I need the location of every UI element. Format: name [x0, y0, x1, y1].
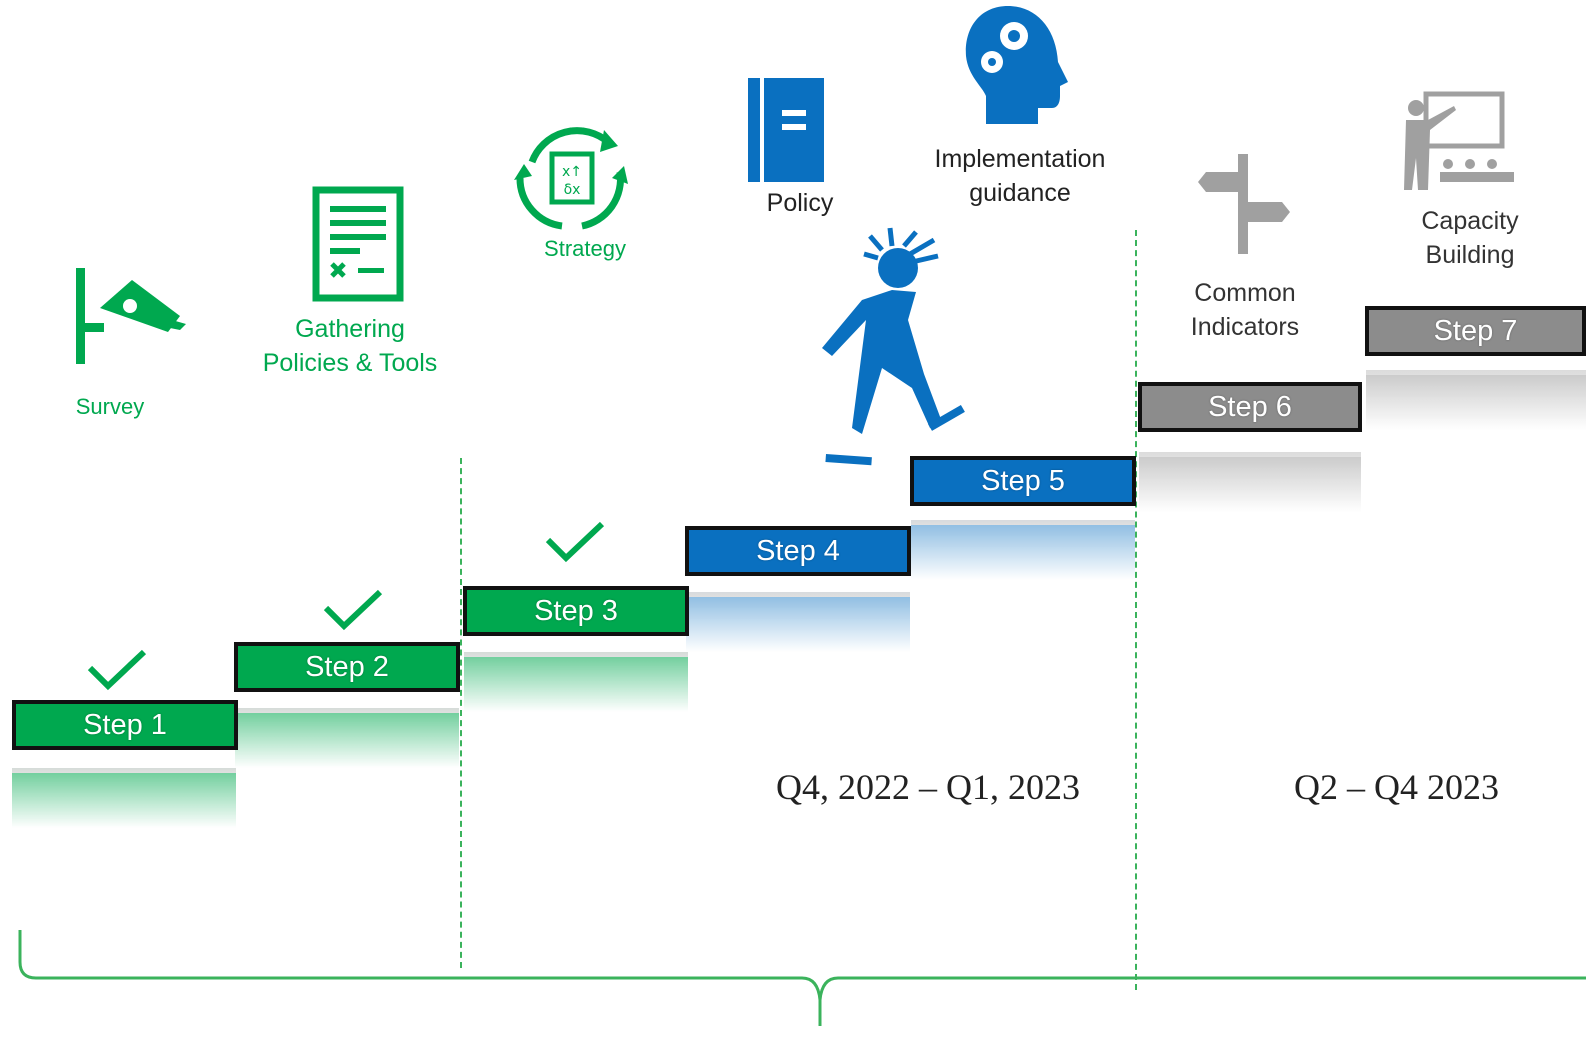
timeline-brace	[18, 930, 1586, 1026]
implementation-label-line2: guidance	[969, 179, 1071, 207]
capacity-building-line1: Capacity	[1421, 207, 1519, 235]
walking-person-icon	[822, 227, 965, 466]
period-phase-3: Q2 – Q4 2023	[1294, 767, 1499, 807]
step-4-reflection	[686, 592, 910, 652]
step-1: Step 1	[12, 700, 238, 750]
implementation-head-gears-icon	[965, 6, 1068, 124]
checkmark-icon	[545, 521, 605, 563]
checkmark-icon	[323, 589, 383, 631]
step-6-reflection	[1139, 452, 1361, 512]
implementation-label: Implementation guidance	[920, 142, 1120, 210]
step-7-reflection	[1366, 370, 1586, 430]
phase-divider-2	[1135, 230, 1137, 990]
phase-divider-1	[460, 458, 462, 968]
common-indicators-line2: Indicators	[1190, 313, 1300, 341]
common-indicators-line1: Common	[1194, 279, 1296, 307]
step-3: Step 3	[463, 586, 689, 636]
capacity-teacher-icon	[1404, 91, 1514, 190]
policy-book-icon	[748, 78, 824, 182]
step-7: Step 7	[1365, 306, 1586, 356]
common-indicators-label: Common Indicators	[1150, 276, 1340, 344]
implementation-label-line1: Implementation	[934, 145, 1106, 173]
svg-text:x↑: x↑	[562, 164, 582, 180]
step-3-reflection	[464, 652, 688, 712]
capacity-building-line2: Building	[1425, 241, 1515, 269]
gathering-document-icon	[312, 186, 404, 302]
capacity-building-label: Capacity Building	[1380, 204, 1560, 272]
step-2: Step 2	[234, 642, 460, 692]
svg-text:δx: δx	[564, 182, 581, 198]
strategy-cycle-icon: x↑ δx	[514, 127, 628, 230]
step-5: Step 5	[910, 456, 1136, 506]
step-4: Step 4	[685, 526, 911, 576]
strategy-label: Strategy	[544, 236, 626, 261]
step-2-reflection	[235, 708, 459, 768]
survey-label: Survey	[75, 394, 145, 419]
policy-label: Policy	[766, 189, 834, 217]
survey-camera-icon	[76, 268, 186, 364]
step-6: Step 6	[1138, 382, 1362, 432]
period-phase-2: Q4, 2022 – Q1, 2023	[776, 767, 1080, 807]
gathering-label: Gathering Policies & Tools	[240, 312, 460, 380]
step-5-reflection	[911, 520, 1135, 580]
gathering-label-line2: Policies & Tools	[262, 349, 438, 377]
signpost-icon	[1198, 154, 1290, 254]
gathering-label-line1: Gathering	[295, 315, 405, 343]
checkmark-icon	[87, 649, 147, 691]
step-1-reflection	[12, 768, 236, 828]
